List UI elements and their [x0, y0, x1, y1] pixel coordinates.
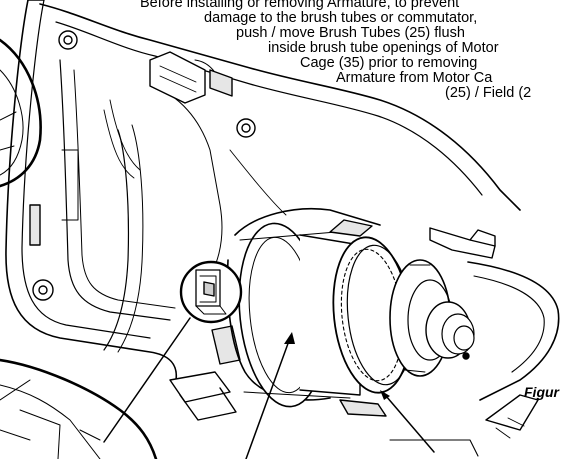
instruction-line: (25) / Field (2 — [445, 85, 532, 101]
motor-armature-drawing — [226, 207, 475, 417]
brush-tube-callout-circle — [179, 260, 243, 324]
instruction-line: push / move Brush Tubes (25) flush — [236, 25, 465, 41]
magnified-view-bottom-circle — [0, 358, 158, 459]
instruction-line: inside brush tube openings of Motor — [268, 40, 499, 56]
leader-lines — [0, 317, 435, 459]
figure-label: Figur — [524, 384, 559, 400]
instruction-line: damage to the brush tubes or commutator, — [204, 10, 478, 26]
tool-housing-drawing — [5, 0, 560, 457]
instruction-line: Armature from Motor Ca — [336, 70, 493, 86]
instruction-line: Cage (35) prior to removing — [300, 55, 478, 71]
instruction-line: Before installing or removing Armature, … — [140, 0, 460, 11]
